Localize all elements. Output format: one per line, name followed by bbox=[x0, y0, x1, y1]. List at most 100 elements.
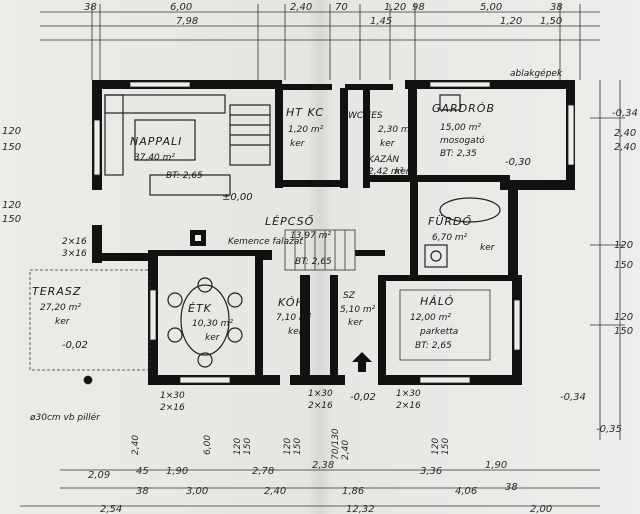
bottom-vert-6: 2,40 bbox=[131, 435, 141, 455]
bottom-vert-10: 150 bbox=[441, 438, 451, 455]
room-area-etk: 10,30 m² bbox=[192, 319, 233, 329]
room-floor-halo: parketta bbox=[419, 327, 458, 337]
room-floor-lepcso: BT: 2,65 bbox=[295, 257, 332, 267]
right-dimension-lines bbox=[590, 80, 625, 440]
room-name-gardrob: GARDRÓB bbox=[432, 102, 495, 115]
note-pillar: ø30cm vb pillér bbox=[29, 412, 101, 423]
bottom-dim-4: 2,78 bbox=[252, 466, 274, 477]
room-floor-koh: ker bbox=[288, 327, 304, 337]
room-area-gardrob: 15,00 m² bbox=[440, 123, 481, 133]
note-ablak: ablakgépek bbox=[510, 68, 563, 79]
room-floor-nappali: BT: 2,65 bbox=[166, 171, 203, 181]
bottom-vert-8: 2,40 bbox=[341, 440, 351, 460]
room-area-terasz: 27,20 m² bbox=[40, 303, 81, 313]
top-dim-5: 1,20 bbox=[384, 2, 406, 13]
top-dim-3: 2,40 bbox=[290, 2, 312, 13]
room-floor-sz: ker bbox=[348, 318, 364, 328]
right-dim-8: -0,34 bbox=[560, 392, 586, 403]
top-dim-7: 5,00 bbox=[480, 2, 502, 13]
bottom-vert-1: 6,00 bbox=[203, 435, 213, 455]
room-area-nappali: 37,40 m² bbox=[134, 153, 175, 163]
note-d1: 2×16 bbox=[62, 237, 87, 247]
top-dimension-lines bbox=[40, 4, 600, 80]
right-dim-1: -0,34 bbox=[612, 108, 638, 119]
right-dim-6: 120 bbox=[614, 312, 633, 323]
level-mark-1: ±0,00 bbox=[222, 192, 253, 203]
left-dim-3: 120 bbox=[2, 200, 21, 211]
room-floor-terasz: ker bbox=[55, 317, 71, 327]
bottom-dim-10: 2,40 bbox=[264, 486, 286, 497]
room-area-halo: 12,00 m² bbox=[410, 313, 451, 323]
room-floor-kazan: ker bbox=[395, 167, 411, 177]
room-extra-gardrob: BT: 2,35 bbox=[440, 149, 477, 159]
room-extra-halo: BT: 2,65 bbox=[415, 341, 452, 351]
top-dim-6: 98 bbox=[412, 2, 425, 13]
bottom-dim-14: 2,54 bbox=[100, 504, 122, 514]
note-d2: 3×16 bbox=[62, 249, 87, 259]
room-area-furdo: 6,70 m² bbox=[432, 233, 468, 243]
right-dim-4: 120 bbox=[614, 240, 633, 251]
entrance-arrow-icon bbox=[352, 352, 372, 372]
top-dim-10: 1,45 bbox=[370, 16, 392, 27]
bottom-dim-5: 2,38 bbox=[312, 460, 334, 471]
bottom-vert-7: 70/130 bbox=[331, 428, 341, 460]
right-dim-5: 150 bbox=[614, 260, 633, 271]
bottom-vert-5: 150 bbox=[293, 438, 303, 455]
windows bbox=[93, 81, 575, 384]
room-area-koh: 7,10 m² bbox=[276, 313, 312, 323]
bottom-dim-1: 2,09 bbox=[88, 470, 110, 481]
bathroom-fixtures bbox=[424, 94, 501, 268]
right-dim-2: 2,40 bbox=[614, 128, 636, 139]
top-dim-2: 6,00 bbox=[170, 2, 192, 13]
room-area-wc: 2,30 m² bbox=[378, 125, 414, 135]
bottom-dim-6: 3,36 bbox=[420, 466, 442, 477]
right-dim-7: 150 bbox=[614, 326, 633, 337]
room-area-lepcso: 13,97 m² bbox=[290, 231, 331, 241]
room-area-sz: 5,10 m² bbox=[340, 305, 376, 315]
bottom-dim-11: 1,86 bbox=[342, 486, 364, 497]
room-name-htkc: HT KC bbox=[286, 106, 324, 119]
dining-table bbox=[167, 277, 243, 368]
note-kemence: Kemence falazat bbox=[228, 237, 303, 247]
bedroom-furniture bbox=[399, 289, 491, 361]
note-a1: 1×30 bbox=[160, 391, 185, 401]
room-floor-gardrob: mosogató bbox=[440, 135, 485, 146]
bottom-vert-3: 150 bbox=[243, 438, 253, 455]
bottom-vert-2: 120 bbox=[233, 438, 243, 455]
room-name-wc: WC FES bbox=[348, 111, 383, 121]
right-dim-3: 2,40 bbox=[614, 142, 636, 153]
level-mark-3: -0,02 bbox=[350, 392, 376, 403]
room-name-lepcso: LÉPCSŐ bbox=[265, 214, 314, 228]
top-dim-9: 7,98 bbox=[176, 16, 198, 27]
room-name-nappali: NAPPALI bbox=[130, 135, 182, 148]
right-dim-9: -0,35 bbox=[596, 424, 622, 435]
left-dim-1: 120 bbox=[2, 126, 21, 137]
bottom-dim-9: 3,00 bbox=[186, 486, 208, 497]
note-c2: 2×16 bbox=[396, 401, 421, 411]
room-name-halo: HÁLÓ bbox=[420, 295, 454, 308]
bottom-dim-7: 1,90 bbox=[485, 460, 507, 471]
top-dim-11: 1,20 bbox=[500, 16, 522, 27]
living-room-furniture bbox=[104, 94, 271, 196]
room-name-koh: KÓH bbox=[278, 296, 305, 309]
room-name-sz: SZ bbox=[343, 291, 356, 301]
room-name-kazan: KAZÁN bbox=[368, 153, 399, 165]
level-mark-2: -0,02 bbox=[62, 340, 88, 351]
bottom-dim-8: 38 bbox=[136, 486, 149, 497]
pillar-block bbox=[262, 250, 272, 260]
note-c1: 1×30 bbox=[396, 389, 421, 399]
room-name-furdo: FÜRDŐ bbox=[428, 214, 472, 228]
top-dim-12: 1,50 bbox=[540, 16, 562, 27]
top-dim-4: 70 bbox=[335, 2, 348, 13]
top-dim-8: 38 bbox=[550, 2, 563, 13]
room-floor-etk: ker bbox=[205, 333, 221, 343]
room-name-terasz: TERASZ bbox=[32, 285, 81, 298]
bottom-vert-9: 120 bbox=[431, 438, 441, 455]
bottom-dim-12: 4,06 bbox=[455, 486, 477, 497]
room-area-htkc: 1,20 m² bbox=[288, 125, 324, 135]
level-mark-4: -0,30 bbox=[505, 157, 531, 168]
walls bbox=[92, 80, 575, 385]
note-a2: 2×16 bbox=[160, 403, 185, 413]
